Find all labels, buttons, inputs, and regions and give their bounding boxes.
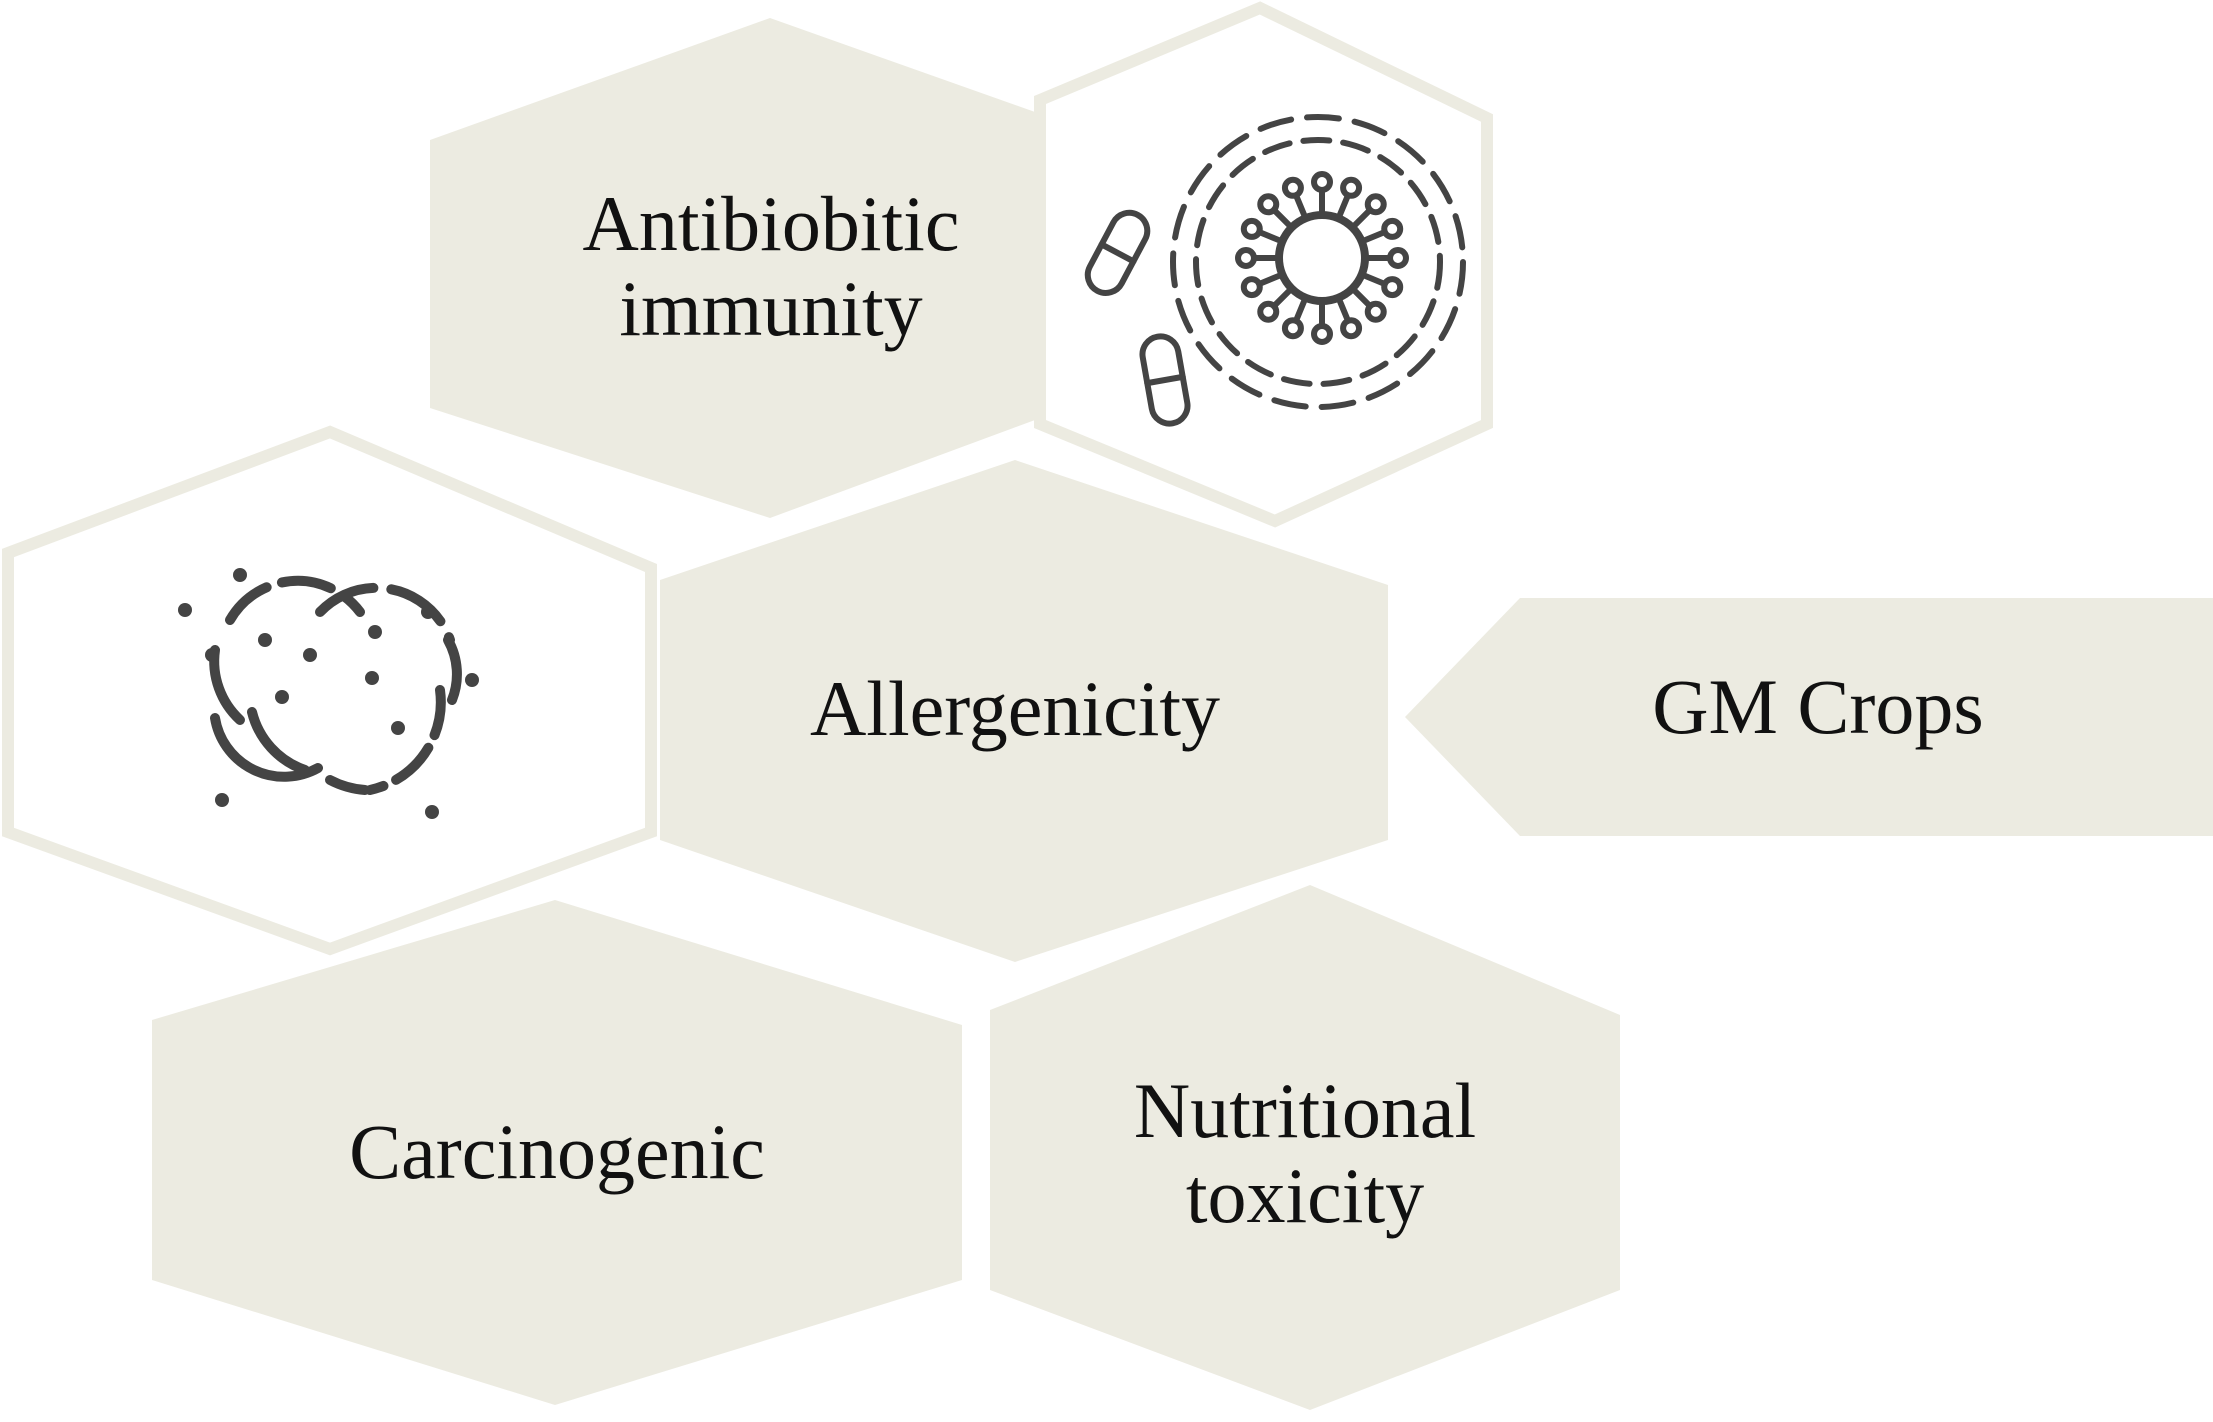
- virus-spike: [1336, 296, 1352, 324]
- virus-spike: [1336, 192, 1352, 220]
- nutritional-toxicity-label-line1: Nutritional: [1134, 1067, 1476, 1154]
- virus-spike: [1360, 272, 1388, 288]
- virus-spike: [1270, 206, 1294, 230]
- hex-antibiotic-immunity: [430, 18, 1035, 518]
- gm-crops-arrow: [1405, 598, 2213, 836]
- virus-spike-tip: [1311, 323, 1333, 345]
- virus-spike-tip: [1364, 300, 1387, 323]
- hex-nutritional-toxicity: [990, 885, 1620, 1410]
- virus-spike: [1350, 286, 1374, 310]
- virus-spike: [1256, 228, 1284, 244]
- virus-spike-tip: [1387, 247, 1409, 269]
- virus-spike: [1270, 286, 1294, 310]
- hex-carcinogenic: [152, 900, 962, 1405]
- virus-spike-tip: [1281, 317, 1304, 340]
- virus-spike-tip: [1281, 176, 1304, 199]
- hex-allergenicity: [660, 460, 1388, 962]
- carcinogenic-label: Carcinogenic: [349, 1108, 765, 1195]
- antibiotic-immunity-label-line2: immunity: [619, 265, 922, 352]
- bacteria-cluster-icon: [178, 568, 479, 819]
- virus-spike: [1360, 228, 1388, 244]
- allergenicity-label: Allergenicity: [810, 665, 1220, 752]
- virus-spike-tip: [1240, 276, 1263, 299]
- virus-spike-tip: [1240, 217, 1263, 240]
- virus-and-pills-icon: [1084, 114, 1466, 427]
- virus-spike-tip: [1381, 276, 1404, 299]
- virus-spike-tip: [1311, 171, 1333, 193]
- virus-spike-tip: [1257, 193, 1280, 216]
- virus-spike-tip: [1340, 317, 1363, 340]
- hex-outline-top: [1034, 1, 1493, 528]
- virus-spike: [1292, 192, 1308, 220]
- virus-spike: [1350, 206, 1374, 230]
- gm-crops-label: GM Crops: [1652, 663, 1984, 750]
- virus-spike-tip: [1381, 217, 1404, 240]
- virus-spike-tip: [1364, 193, 1387, 216]
- virus-spike-tip: [1340, 176, 1363, 199]
- nutritional-toxicity-label-line2: toxicity: [1186, 1152, 1424, 1239]
- virus-spike-tip: [1235, 247, 1257, 269]
- antibiotic-immunity-label-line1: Antibiobitic: [583, 180, 960, 267]
- hex-outline-left: [2, 425, 657, 956]
- virus-spike-tip: [1257, 300, 1280, 323]
- virus-spike: [1292, 296, 1308, 324]
- virus-spike: [1256, 272, 1284, 288]
